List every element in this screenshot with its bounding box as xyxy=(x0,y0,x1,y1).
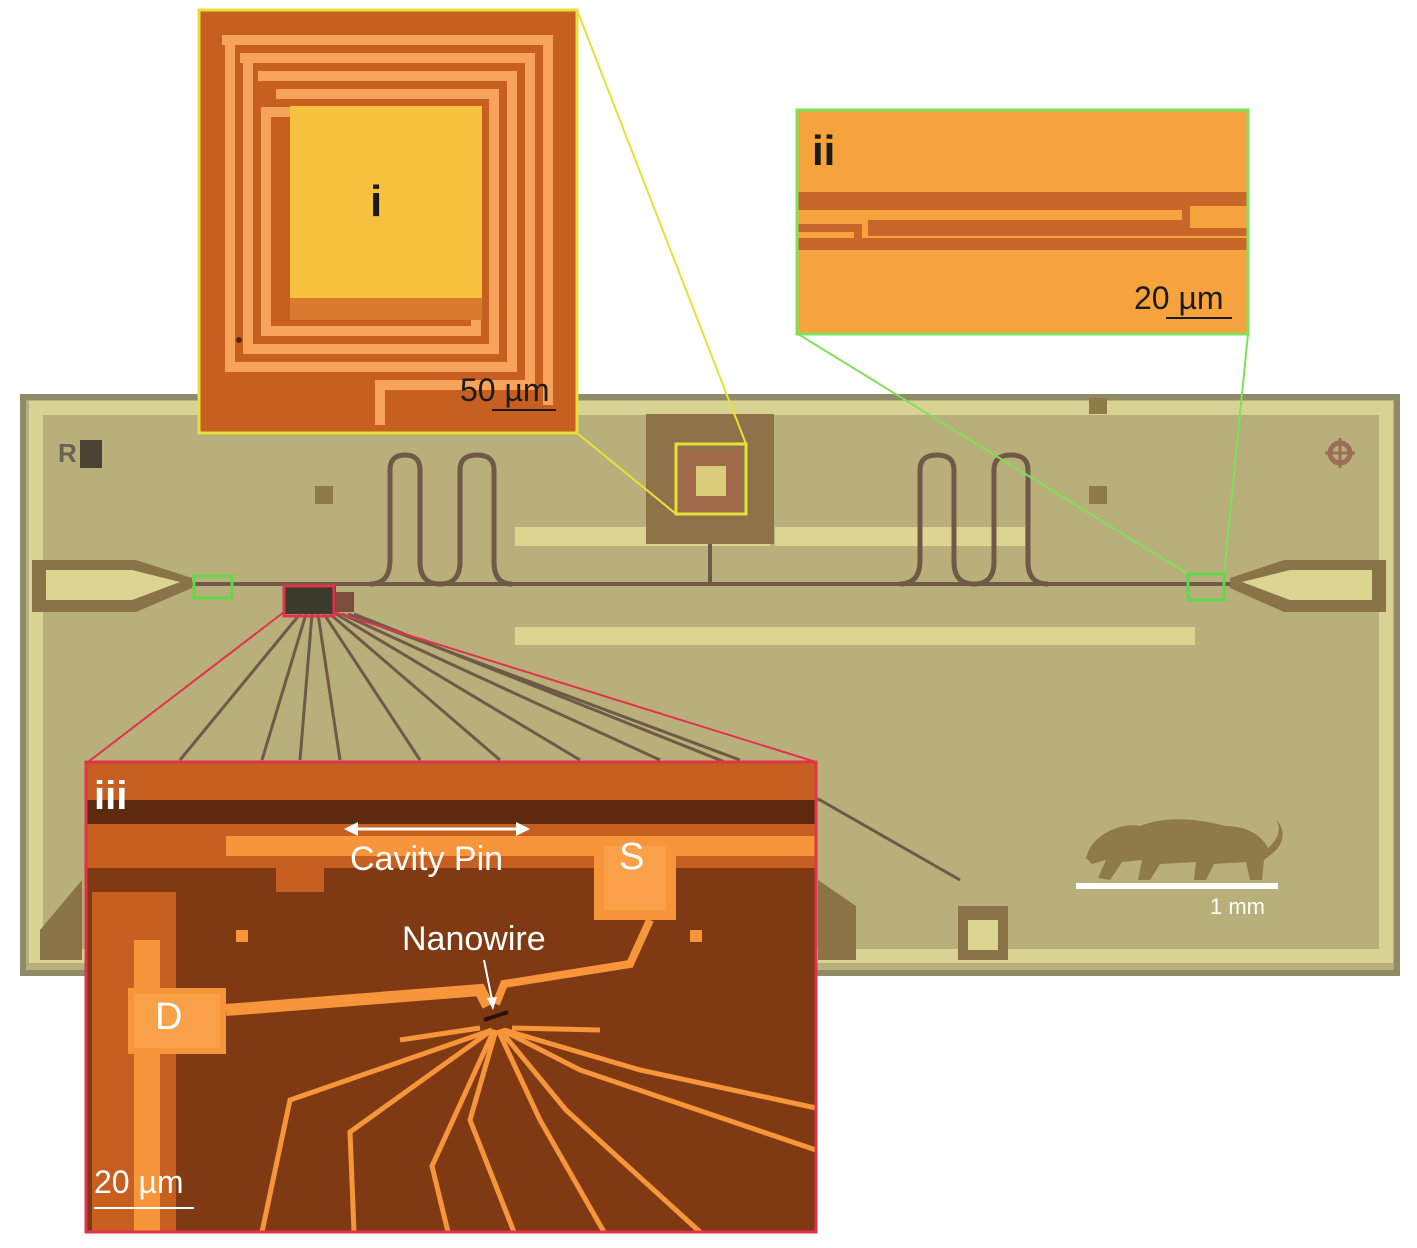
cavity-pin-label: Cavity Pin xyxy=(350,840,504,878)
inset-ii-scale-label: 20 µm xyxy=(1134,280,1224,316)
highlight-box-i xyxy=(674,442,748,516)
chip-scale-label: 1 mm xyxy=(1210,894,1265,919)
drain-label: D xyxy=(155,996,183,1038)
inset-i-scale-label: 50 µm xyxy=(460,372,550,408)
chip: R xyxy=(20,394,1400,976)
inset-connectors xyxy=(87,9,1249,763)
nanowire-label: Nanowire xyxy=(402,920,546,958)
svg-text:R: R xyxy=(58,438,77,468)
inset-ii-label: ii xyxy=(812,127,836,174)
inset-i-label: i xyxy=(370,177,383,226)
inset-iii-scale-label: 20 µm xyxy=(94,1164,184,1200)
inset-i xyxy=(197,8,579,435)
highlight-box-iii xyxy=(282,584,336,618)
inset-iii-label: iii xyxy=(94,774,128,818)
inset-ii xyxy=(795,108,1250,336)
source-label: S xyxy=(619,836,645,878)
highlight-box-ii xyxy=(1186,572,1226,602)
inset-iii xyxy=(84,760,818,1234)
highlight-box-ii-left xyxy=(192,574,234,600)
